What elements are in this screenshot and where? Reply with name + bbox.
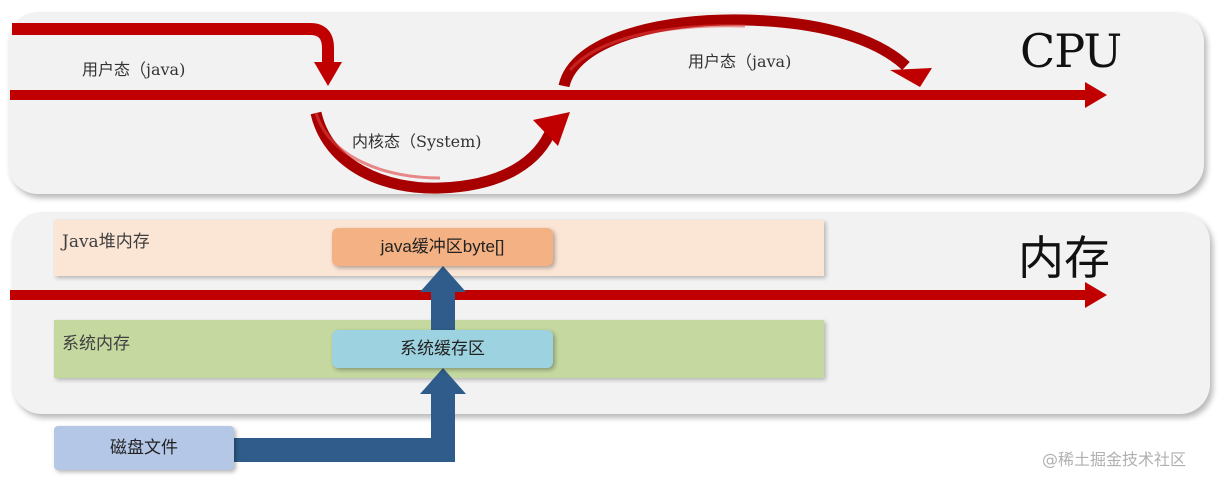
kernel-mode-label: 内核态（System) [352,132,482,151]
user-mode-down-arrow [12,23,342,86]
user-mode-label-2: 用户态（java) [688,52,792,71]
java-buffer-box: java缓冲区byte[] [332,228,553,266]
kernel-mode-arc-arrow [310,111,570,194]
memory-title: 内存 [1018,231,1110,285]
memory-timeline-arrow [10,282,1107,308]
cpu-timeline-arrow [10,82,1107,108]
watermark: @稀土掘金技术社区 [1042,450,1187,469]
user-mode-arc-arrow [558,14,932,88]
cpu-title: CPU [1020,24,1122,78]
system-memory-label: 系统内存 [62,334,130,354]
disk-to-system-buffer-arrow [234,368,466,462]
disk-file-box: 磁盘文件 [54,426,234,470]
system-buffer-box: 系统缓存区 [332,330,553,368]
java-heap-label: Java堆内存 [62,232,150,252]
copy-to-java-buffer-arrow [420,266,466,330]
user-mode-label: 用户态（java) [82,60,186,79]
